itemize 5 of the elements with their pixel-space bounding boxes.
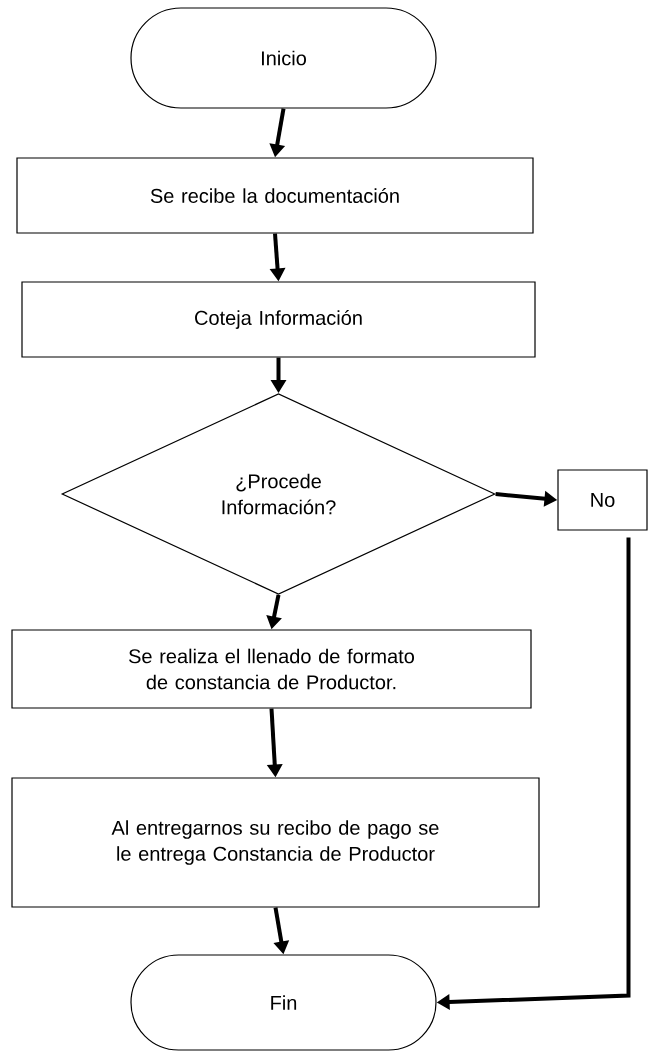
process-box: Se realiza el llenado de formato de constancia de Productor.	[11, 629, 532, 709]
process-box: Coteja Información	[21, 281, 536, 358]
process-box: Al entregarnos su recibo de pago se le entrega Constancia de Productor	[11, 777, 540, 908]
process-box: No	[557, 469, 648, 531]
process-box: Se recibe la documentación	[16, 157, 534, 234]
